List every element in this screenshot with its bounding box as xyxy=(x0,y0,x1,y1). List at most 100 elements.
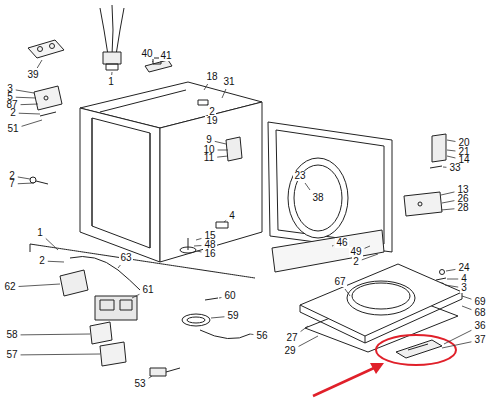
callout-number: 1 xyxy=(107,77,115,87)
clip-bracket xyxy=(226,137,242,161)
callout-number: 58 xyxy=(5,330,18,340)
leader-line xyxy=(218,150,228,151)
callout-number: 38 xyxy=(311,193,324,203)
rear-strip xyxy=(396,340,442,358)
callout-number: 4 xyxy=(228,211,236,221)
leader-line xyxy=(118,265,120,268)
leader-line xyxy=(19,113,40,115)
leader-line xyxy=(18,183,34,185)
leader-line xyxy=(441,192,454,195)
callout-number: 16 xyxy=(203,249,216,259)
callout-number: 29 xyxy=(283,346,296,356)
leader-line xyxy=(21,354,100,356)
callout-number: 68 xyxy=(473,308,486,318)
callout-number: 2 xyxy=(352,257,360,267)
leader-line xyxy=(443,167,446,168)
leader-line xyxy=(250,334,253,336)
callout-number: 24 xyxy=(457,263,470,273)
leader-line xyxy=(37,60,42,68)
leader-line xyxy=(21,334,90,336)
leader-line xyxy=(224,220,226,222)
leader-line xyxy=(18,177,30,179)
callout-number: 60 xyxy=(223,291,236,301)
leader-line xyxy=(445,285,458,287)
leader-line xyxy=(301,326,308,332)
leader-line xyxy=(332,245,333,246)
mounting-plate xyxy=(28,40,64,58)
callout-number: 63 xyxy=(119,253,132,263)
leader-line xyxy=(16,97,36,99)
leader-line xyxy=(48,261,64,263)
leader-line xyxy=(447,279,458,280)
callout-number: 2 xyxy=(9,108,17,118)
callout-number: 56 xyxy=(255,331,268,341)
callout-number: 1 xyxy=(36,228,44,238)
callout-number: 39 xyxy=(26,70,39,80)
callout-number: 33 xyxy=(448,163,461,173)
leader-line xyxy=(444,330,471,344)
leader-line xyxy=(222,89,226,98)
callout-number: 2 xyxy=(38,256,46,266)
leader-line xyxy=(299,336,318,346)
callout-number: 23 xyxy=(293,171,306,181)
base xyxy=(300,264,462,352)
toe-panel xyxy=(272,230,384,272)
hinge-bracket xyxy=(34,86,62,116)
leader-line xyxy=(462,296,471,299)
leader-line xyxy=(217,156,228,157)
callout-number: 11 xyxy=(203,153,215,163)
motor-assembly xyxy=(30,244,255,376)
callout-number: 18 xyxy=(205,72,218,82)
leader-line xyxy=(152,61,154,62)
callout-number: 51 xyxy=(6,124,19,134)
leader-line xyxy=(345,289,350,296)
leader-line xyxy=(196,238,201,240)
leader-line xyxy=(446,269,455,271)
callout-number: 57 xyxy=(5,350,18,360)
leader-line xyxy=(21,104,38,106)
cabinet xyxy=(80,82,262,262)
leader-line xyxy=(215,141,226,144)
leader-line xyxy=(204,84,208,90)
leader-line xyxy=(442,342,471,348)
leader-line xyxy=(447,140,455,141)
leader-line xyxy=(22,120,42,126)
highlight-arrow xyxy=(313,363,384,396)
callout-number: 41 xyxy=(159,51,172,61)
highlight-circle xyxy=(376,335,456,365)
leader-line xyxy=(447,156,455,158)
callout-number: 36 xyxy=(473,321,486,331)
callout-number: 61 xyxy=(141,285,154,295)
callout-number: 7 xyxy=(8,179,16,189)
callout-number: 31 xyxy=(222,77,235,87)
leader-line xyxy=(442,201,454,203)
callout-number: 40 xyxy=(140,49,153,59)
callout-number: 67 xyxy=(333,277,346,287)
callout-number: 28 xyxy=(456,203,469,213)
leader-line xyxy=(207,104,209,105)
leader-line xyxy=(305,183,310,190)
callout-number: 46 xyxy=(335,238,348,248)
callout-number: 49 xyxy=(349,247,362,257)
door-catch xyxy=(430,134,446,168)
callout-number: 69 xyxy=(473,297,486,307)
leader-line xyxy=(441,209,454,210)
callout-number: 3 xyxy=(460,283,468,293)
leader-line xyxy=(132,294,139,298)
leader-line xyxy=(149,376,152,378)
door-strike-bracket xyxy=(404,192,442,216)
leader-line xyxy=(365,246,370,248)
leader-line xyxy=(447,150,455,152)
leader-line xyxy=(219,297,221,298)
callout-number: 9 xyxy=(205,135,213,145)
leader-line xyxy=(19,284,60,286)
leader-line xyxy=(16,90,34,93)
leader-line xyxy=(197,251,201,252)
callout-number: 27 xyxy=(285,333,298,343)
callout-number: 19 xyxy=(205,116,218,126)
leader-line xyxy=(462,306,471,310)
callout-number: 62 xyxy=(3,282,16,292)
